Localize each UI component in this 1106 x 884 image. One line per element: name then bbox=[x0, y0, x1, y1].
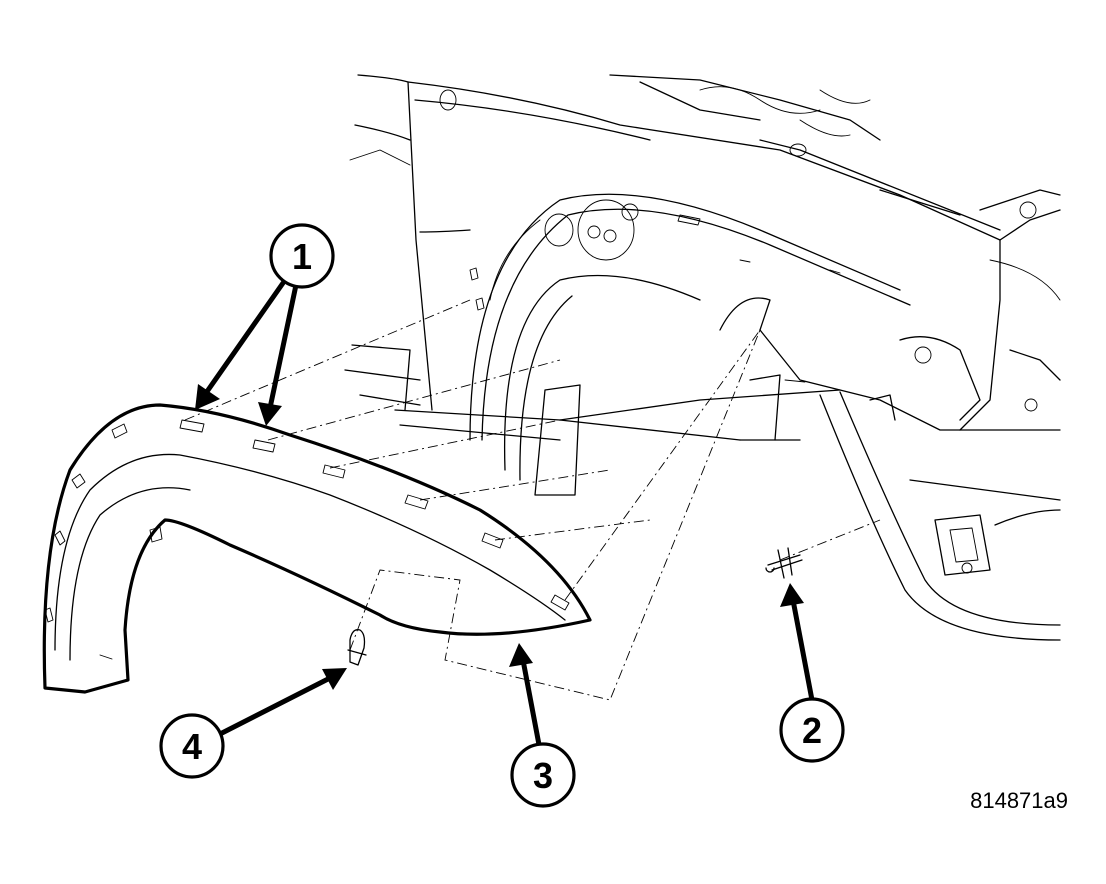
arrow-1b bbox=[267, 282, 299, 411]
leader-arrows bbox=[195, 280, 815, 753]
callout-2: 2 bbox=[779, 697, 845, 763]
arrow-1a bbox=[203, 280, 286, 396]
callout-1-label: 1 bbox=[292, 236, 312, 277]
callout-4: 4 bbox=[159, 713, 225, 779]
vehicle-body-lineart bbox=[344, 74, 1061, 641]
arrow-4 bbox=[219, 675, 333, 736]
callout-3-label: 3 bbox=[533, 755, 553, 796]
arrow-3 bbox=[520, 657, 543, 753]
callout-3: 3 bbox=[510, 742, 576, 808]
fender-flare bbox=[42, 403, 592, 694]
figure-id: 814871a9 bbox=[970, 788, 1068, 813]
callout-4-label: 4 bbox=[182, 726, 202, 767]
assembly-lines bbox=[184, 299, 881, 701]
arrow-2 bbox=[790, 597, 815, 703]
push-pin bbox=[347, 629, 367, 666]
retaining-clip bbox=[765, 547, 803, 579]
callout-1: 1 bbox=[269, 223, 335, 289]
callout-2-label: 2 bbox=[802, 710, 822, 751]
